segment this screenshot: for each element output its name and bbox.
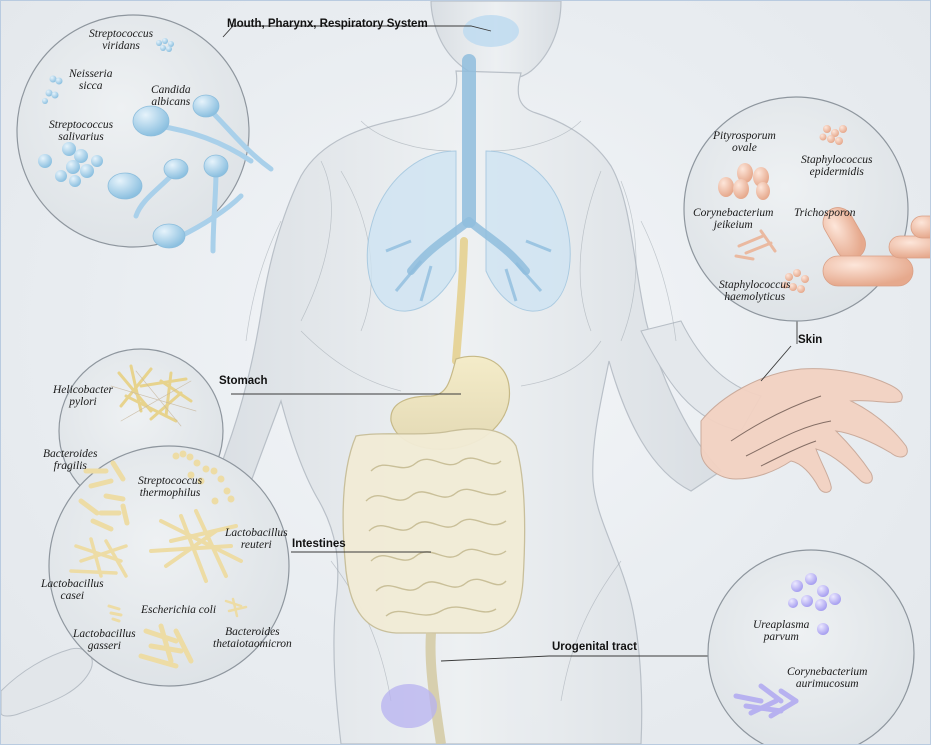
label-stomach: Stomach	[219, 375, 268, 387]
urogenital-bubble	[707, 549, 915, 744]
trachea	[385, 54, 552, 302]
intestines	[342, 428, 526, 744]
urogenital-microbes	[733, 573, 841, 719]
gut-microbes	[69, 364, 248, 669]
label-skin: Skin	[798, 334, 823, 346]
left-hand	[1, 647, 93, 717]
respiratory-bubble	[16, 14, 250, 248]
label-mouth-pharynx-respiratory: Mouth, Pharynx, Respiratory System	[227, 18, 428, 30]
respiratory-microbes	[38, 38, 274, 254]
label-urogenital-tract: Urogenital tract	[552, 641, 637, 653]
skin-hand	[700, 368, 908, 493]
bladder	[381, 684, 437, 728]
esophagus	[452, 237, 468, 365]
label-intestines: Intestines	[292, 538, 346, 550]
leader-lines	[222, 25, 798, 662]
skin-microbes	[718, 125, 930, 293]
species-escherichia-coli: Escherichia coli	[141, 604, 217, 616]
network-lines	[245, 120, 677, 702]
species-trichosporon: Trichosporon	[794, 207, 856, 219]
